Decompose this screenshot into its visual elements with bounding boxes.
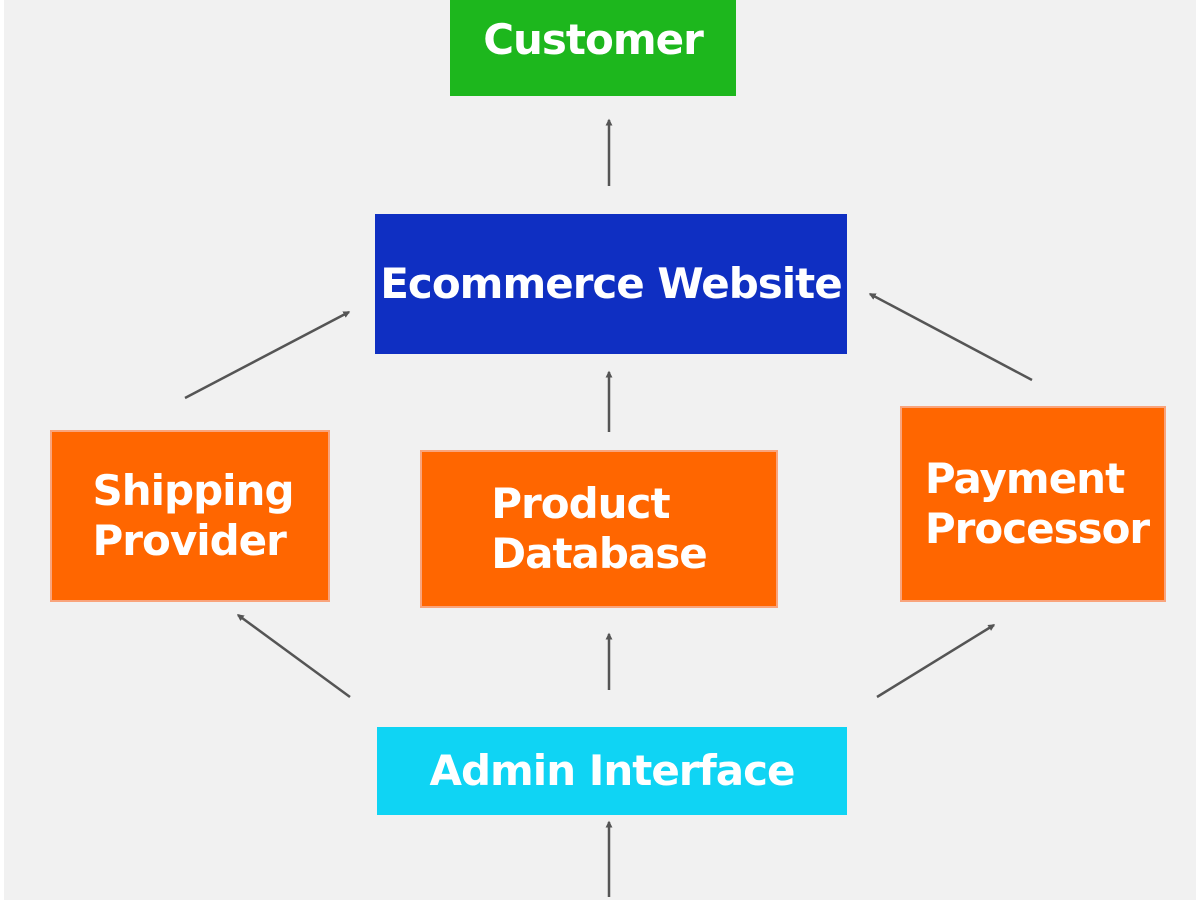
product-database-label-line-1: Product xyxy=(491,479,670,529)
admin-interface-node: Admin Interface xyxy=(377,727,847,815)
product-database-label-line-2: Database xyxy=(491,529,708,578)
arrow-admin-to-payment xyxy=(876,623,996,699)
customer-label: Customer xyxy=(483,15,704,65)
payment-processor-node: Payment Processor xyxy=(900,406,1166,602)
ecommerce-website-node: Ecommerce Website xyxy=(375,214,847,354)
arrow-payment-to-ecommerce xyxy=(868,292,1033,382)
admin-interface-label-line-1: Admin Interface xyxy=(429,746,795,796)
shipping-provider-label-line-2: Provider xyxy=(92,516,286,565)
customer-node: Customer xyxy=(450,0,736,96)
ecommerce-website-label-line-1: Ecommerce Website xyxy=(380,259,843,309)
ecommerce-website-label: Ecommerce Website xyxy=(380,259,843,309)
arrow-shipping-to-ecommerce xyxy=(184,310,351,400)
shipping-provider-node: Shipping Provider xyxy=(50,430,330,602)
product-database-node: Product Database xyxy=(420,450,778,608)
arrow-admin-to-shipping xyxy=(236,613,351,699)
payment-processor-label-line-2: Processor xyxy=(924,504,1150,553)
admin-interface-label: Admin Interface xyxy=(429,746,795,796)
payment-processor-label-line-1: Payment xyxy=(924,454,1125,504)
shipping-provider-label-line-1: Shipping xyxy=(92,466,294,516)
payment-processor-label: Payment Processor xyxy=(924,454,1150,553)
product-database-label: Product Database xyxy=(491,479,708,578)
shipping-provider-label: Shipping Provider xyxy=(92,466,294,565)
customer-label-line-1: Customer xyxy=(483,15,704,65)
